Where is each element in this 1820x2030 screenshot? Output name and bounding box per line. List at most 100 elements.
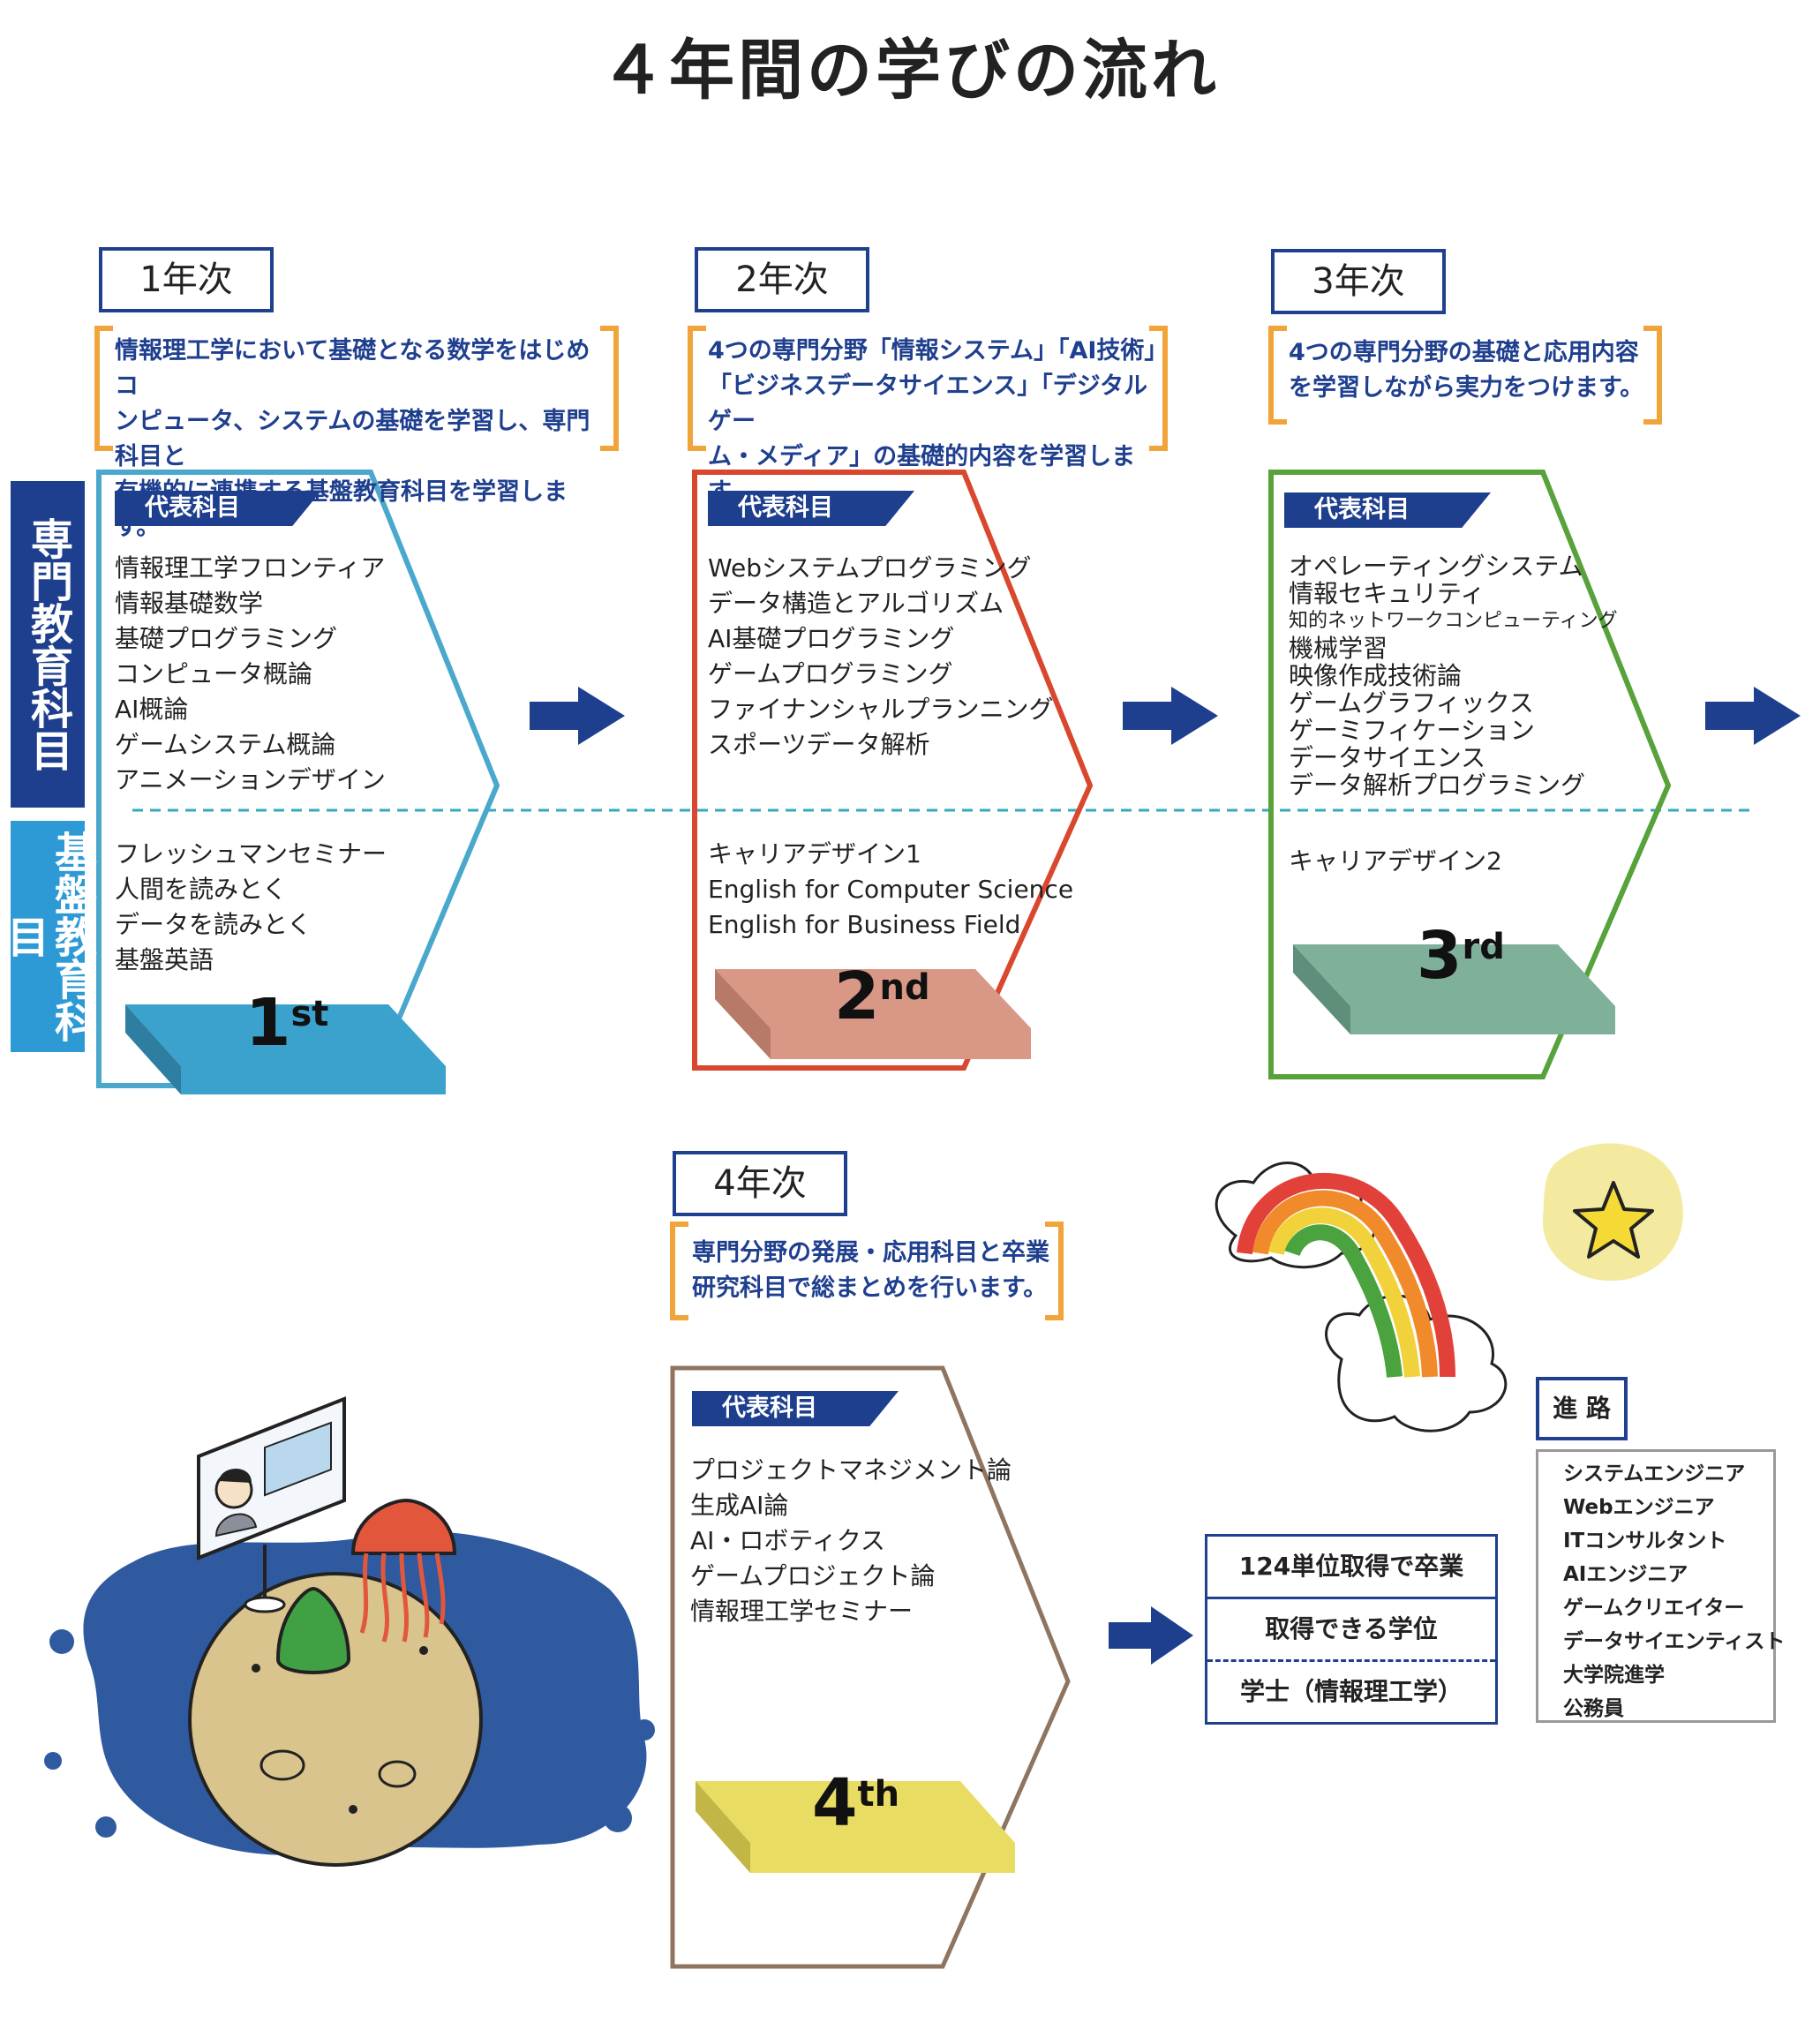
year3-tag: 代表科目 [1284, 492, 1491, 528]
list-item: 情報理工学フロンティア [115, 553, 386, 583]
year2-ordinal: 2nd [834, 959, 930, 1034]
year2-chevron [692, 470, 1094, 1071]
desc-line: 専門分野の発展・応用科目と卒業 [692, 1239, 1049, 1267]
list-item: データを読みとく [115, 910, 312, 939]
list-item: AI概論 [115, 695, 189, 724]
list-item: 大学院進学 [1563, 1664, 1665, 1687]
list-item: データ構造とアルゴリズム [708, 589, 1004, 618]
year3-chevron [1268, 470, 1672, 1079]
year1-tag: 代表科目 [115, 491, 321, 526]
kiban-label: 基盤教育科目 [0, 821, 96, 1052]
list-item: Webエンジニア [1563, 1496, 1715, 1519]
year4-ordinal: 4th [812, 1765, 900, 1841]
list-item: データサイエンス [1289, 743, 1486, 772]
desc-line: 4つの専門分野の基礎と応用内容 [1289, 339, 1639, 366]
list-item: 機械学習 [1289, 634, 1388, 663]
year3-senmon-list: オペレーティングシステム 情報セキュリティ 知的ネットワークコンピューティング … [1289, 553, 1618, 799]
rainbow-illustration [1215, 1162, 1508, 1432]
desc-line: 「ビジネスデータサイエンス」「デジタルゲー [708, 372, 1148, 435]
list-item: 基盤英語 [115, 945, 214, 974]
list-item: プロジェクトマネジメント論 [690, 1455, 1012, 1485]
year3-platform [1293, 944, 1615, 1034]
list-item: データサイエンティスト [1563, 1630, 1786, 1653]
list-item: ゲームグラフィックス [1289, 688, 1534, 718]
list-item: データ解析プログラミング [1289, 771, 1586, 800]
list-item: フレッシュマンセミナー [115, 839, 387, 868]
year2-platform [715, 969, 1031, 1059]
year3-kiban-list: キャリアデザイン2 [1289, 844, 1502, 879]
year2-tag: 代表科目 [708, 491, 914, 526]
list-item: ゲームクリエイター [1563, 1597, 1745, 1620]
year2-kiban-list: キャリアデザイン1 English for Computer Science E… [708, 837, 1073, 943]
list-item: 公務員 [1563, 1697, 1624, 1720]
year4-label: 4年次 [673, 1151, 847, 1216]
year1-desc-bracket [94, 326, 619, 451]
list-item: 知的ネットワークコンピューティング [1289, 610, 1618, 632]
list-item: Webシステムプログラミング [708, 553, 1032, 583]
list-item: ITコンサルタント [1563, 1530, 1727, 1553]
year3-description: 4つの専門分野の基礎と応用内容 を学習しながら実力をつけます。 [1289, 335, 1659, 406]
list-item: キャリアデザイン1 [708, 839, 921, 868]
degree-label: 取得できる学位 [1207, 1599, 1495, 1662]
list-item: ゲームシステム概論 [115, 730, 336, 759]
career-list: システムエンジニア Webエンジニア ITコンサルタント AIエンジニア ゲーム… [1536, 1449, 1786, 1723]
list-item: 情報セキュリティ [1289, 579, 1485, 608]
planet-illustration [44, 1396, 655, 1867]
credits-label: 124単位取得で卒業 [1207, 1537, 1495, 1599]
desc-line: 4つの専門分野「情報システム」「AI技術」 [708, 337, 1169, 365]
list-item: ファイナンシャルプランニング [708, 695, 1054, 724]
list-item: スポーツデータ解析 [708, 730, 930, 759]
list-item: 基礎プログラミング [115, 624, 338, 653]
list-item: 映像作成技術論 [1289, 661, 1463, 690]
year4-chevron [670, 1365, 1071, 1969]
list-item: 情報基礎数学 [115, 589, 264, 618]
list-item: AI・ロボティクス [690, 1526, 885, 1555]
graduation-box: 124単位取得で卒業 取得できる学位 学士（情報理工学） [1205, 1534, 1498, 1725]
list-item: コンピュータ概論 [115, 659, 313, 688]
degree-value: 学士（情報理工学） [1239, 1677, 1463, 1706]
year1-platform [125, 1004, 446, 1094]
arrow-icon [1705, 687, 1801, 745]
year1-senmon-list: 情報理工学フロンティア 情報基礎数学 基礎プログラミング コンピュータ概論 AI… [115, 551, 386, 798]
list-item: アニメーションデザイン [115, 765, 386, 794]
year4-desc-bracket [670, 1222, 1064, 1320]
senmon-label: 専門教育科目 [11, 481, 85, 808]
career-label: 進 路 [1536, 1377, 1628, 1440]
year4-platform [696, 1781, 1015, 1873]
list-item: ゲームプログラミング [708, 659, 953, 688]
list-item: AIエンジニア [1563, 1563, 1688, 1586]
list-item: English for Computer Science [708, 875, 1074, 904]
year1-label: 1年次 [99, 247, 274, 312]
year3-desc-bracket [1268, 326, 1662, 425]
year4-senmon-list: プロジェクトマネジメント論 生成AI論 AI・ロボティクス ゲームプロジェクト論… [690, 1453, 1012, 1629]
year4-tag: 代表科目 [692, 1391, 899, 1426]
list-item: AI基礎プログラミング [708, 624, 955, 653]
year3-ordinal: 3rd [1417, 918, 1505, 994]
year3-label: 3年次 [1271, 249, 1446, 314]
year4-description: 専門分野の発展・応用科目と卒業 研究科目で総まとめを行います。 [692, 1236, 1063, 1306]
list-item: キャリアデザイン2 [1289, 846, 1502, 876]
list-item: ゲームプロジェクト論 [690, 1561, 936, 1590]
list-item: ゲーミフィケーション [1289, 716, 1535, 745]
arrow-icon [1109, 1606, 1193, 1665]
arrow-icon [530, 687, 625, 745]
year2-senmon-list: Webシステムプログラミング データ構造とアルゴリズム AI基礎プログラミング … [708, 551, 1053, 763]
year1-chevron [96, 470, 500, 1088]
page-title: ４年間の学びの流れ [600, 33, 1220, 109]
list-item: 生成AI論 [690, 1491, 789, 1520]
year2-desc-bracket [688, 326, 1168, 451]
desc-line: 研究科目で総まとめを行います。 [692, 1274, 1048, 1302]
desc-line: 情報理工学において基礎となる数学をはじめコ [115, 337, 590, 400]
desc-line: ンピュータ、システムの基礎を学習し、専門科目と [115, 408, 590, 470]
year2-description: 4つの専門分野「情報システム」「AI技術」 「ビジネスデータサイエンス」「デジタ… [708, 334, 1169, 510]
year1-kiban-list: フレッシュマンセミナー 人間を読みとく データを読みとく 基盤英語 [115, 837, 387, 978]
list-item: English for Business Field [708, 910, 1021, 939]
list-item: 人間を読みとく [115, 875, 288, 904]
arrow-icon [1123, 687, 1218, 745]
year2-label: 2年次 [695, 247, 869, 312]
list-item: オペレーティングシステム [1289, 552, 1583, 581]
list-item: システムエンジニア [1563, 1462, 1746, 1485]
star-illustration [1542, 1143, 1683, 1282]
year1-ordinal: 1st [245, 985, 329, 1061]
